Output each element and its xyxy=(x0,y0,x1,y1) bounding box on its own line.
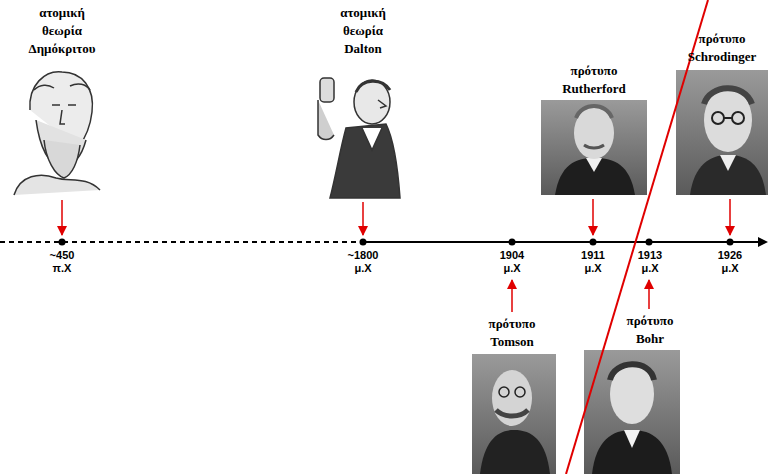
date-label: 1913 μ.Χ xyxy=(632,249,668,275)
timeline-axis xyxy=(360,241,760,243)
date-label: ~450 π.Χ xyxy=(44,249,80,275)
date-label: 1911 μ.Χ xyxy=(575,249,611,275)
dalton-sketch xyxy=(318,78,400,198)
pointer-arrows xyxy=(62,199,730,312)
timeline-arrowhead xyxy=(758,237,768,247)
date-label: 1904 μ.Χ xyxy=(494,249,530,275)
thomson-photo xyxy=(472,354,556,474)
model-label: πρότυπο Bohr xyxy=(614,312,686,348)
model-label: πρότυπο Rutherford xyxy=(553,62,635,98)
date-label: ~1800 μ.Χ xyxy=(344,249,382,275)
theory-label: ατομική θεωρία Δημόκριτου xyxy=(23,4,101,58)
model-label: πρότυπο Schrodinger xyxy=(679,30,765,66)
rutherford-photo xyxy=(541,100,647,195)
schrodinger-photo xyxy=(676,70,768,195)
model-label: πρότυπο Tomson xyxy=(476,315,548,351)
democritus-bust xyxy=(14,72,100,195)
date-label: 1926 μ.Χ xyxy=(712,249,748,275)
timeline-dots xyxy=(59,239,734,246)
theory-label: ατομική θεωρία Dalton xyxy=(328,4,398,58)
timeline-dashed xyxy=(0,241,360,243)
